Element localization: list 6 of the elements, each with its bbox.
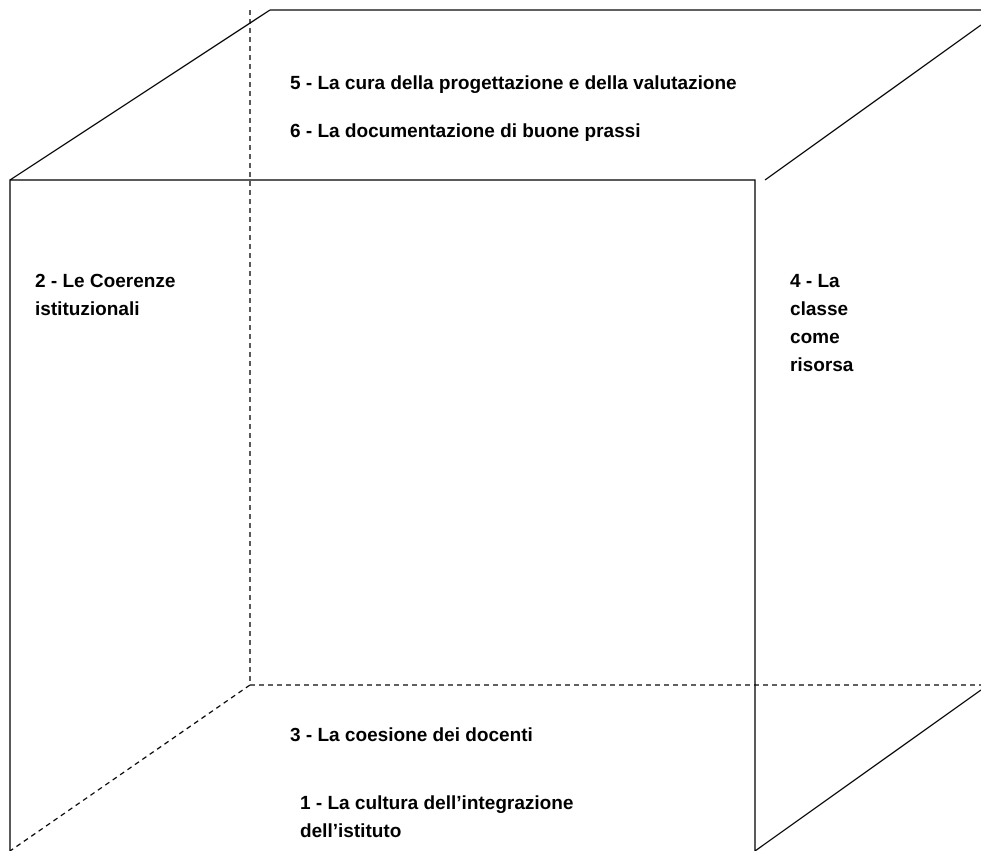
face-label: 6 - La documentazione di buone prassi xyxy=(290,120,642,144)
face-label: 4 - La classe come risorsa xyxy=(790,270,854,378)
face-label: 2 - Le Coerenze istituzionali xyxy=(35,270,176,322)
face-label: 1 - La cultura dell’integrazione dell’istituto xyxy=(300,792,574,844)
face-label: 5 - La cura della progettazione e della valutazione xyxy=(290,72,738,96)
face-label: 3 - La coesione dei docenti xyxy=(290,724,534,748)
